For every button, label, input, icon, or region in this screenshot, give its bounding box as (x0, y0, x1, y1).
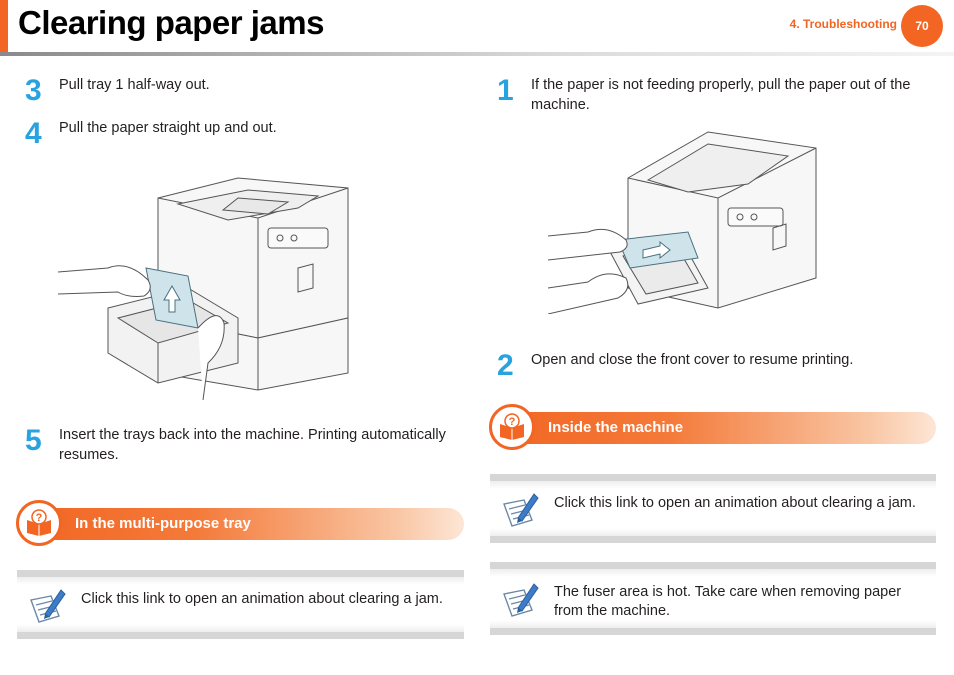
step-text: Pull the paper straight up and out. (59, 120, 277, 136)
step-number: 1 (497, 74, 514, 107)
step-text: If the paper is not feeding properly, pu… (531, 77, 911, 113)
section-header-inside-machine: ? Inside the machine (489, 404, 936, 450)
page-number-badge: 70 (901, 5, 943, 47)
help-book-icon: ? (16, 500, 62, 546)
step-number: 4 (25, 117, 42, 150)
svg-text:?: ? (36, 512, 43, 524)
fuser-warning-text: The fuser area is hot. Take care when re… (554, 584, 902, 619)
step-text: Pull tray 1 half-way out. (59, 77, 210, 93)
animation-note-box: Click this link to open an animation abo… (490, 474, 936, 543)
step-text: Open and close the front cover to resume… (531, 352, 854, 368)
section-title: In the multi-purpose tray (75, 515, 251, 532)
page-title: Clearing paper jams (18, 4, 324, 41)
note-pencil-icon (30, 589, 66, 623)
animation-link-text[interactable]: Click this link to open an animation abo… (554, 495, 916, 511)
header-accent-bar (0, 0, 8, 52)
fuser-warning-note-box: The fuser area is hot. Take care when re… (490, 562, 936, 635)
mp-tray-jam-illustration (548, 131, 817, 314)
animation-link[interactable]: Click this link to open an animation abo… (81, 590, 451, 609)
section-header-multipurpose-tray: ? In the multi-purpose tray (16, 500, 464, 546)
note-pencil-icon (503, 583, 539, 617)
step-text: Insert the trays back into the machine. … (59, 427, 446, 463)
svg-text:?: ? (509, 416, 516, 428)
step-number: 5 (25, 424, 42, 457)
animation-note-box: Click this link to open an animation abo… (17, 570, 464, 639)
animation-link[interactable]: Click this link to open an animation abo… (554, 494, 929, 513)
header-rule (0, 52, 954, 56)
help-book-icon: ? (489, 404, 535, 450)
chapter-label[interactable]: 4. Troubleshooting (789, 17, 897, 31)
animation-link-text[interactable]: Click this link to open an animation abo… (81, 591, 443, 607)
step-number: 2 (497, 349, 514, 382)
step-number: 3 (25, 74, 42, 107)
section-title: Inside the machine (548, 419, 684, 436)
tray-jam-illustration (58, 177, 349, 400)
note-pencil-icon (503, 493, 539, 527)
